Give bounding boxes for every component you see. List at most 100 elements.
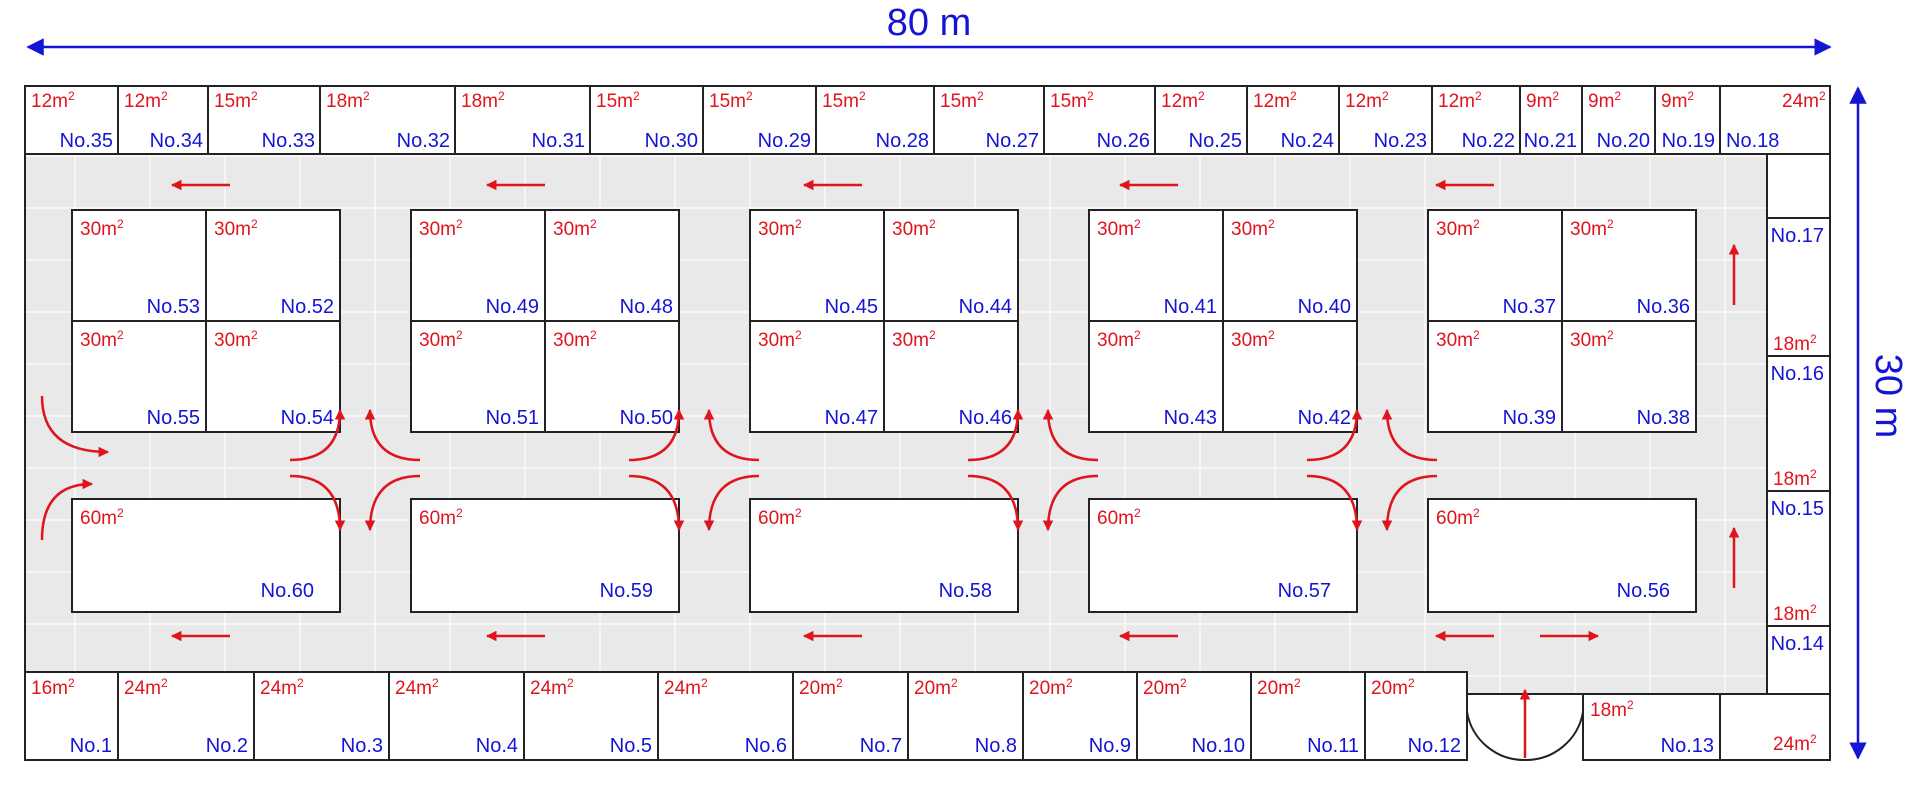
unit-large-no-59[interactable] [410,498,680,613]
flow-arrow [628,408,685,462]
unit-block-no-40[interactable] [1222,209,1358,322]
unit-corner[interactable] [1719,693,1831,761]
unit-block-no-42[interactable] [1222,320,1358,433]
unit-right-no-15[interactable] [1766,490,1831,627]
unit-number: No.56 [1617,580,1670,602]
unit-area: 30m2 [80,328,124,351]
flow-arrow [1306,408,1363,462]
unit-area: 12m2 [1161,89,1205,112]
unit-bottom-no-1[interactable] [24,671,119,761]
unit-top-no-34[interactable] [117,85,209,155]
unit-number: No.17 [1771,225,1824,247]
unit-number: No.14 [1771,633,1824,655]
unit-area: 24m2 [664,676,708,699]
unit-number: No.39 [1503,407,1556,429]
unit-bottom-no-11[interactable] [1250,671,1366,761]
unit-top-no-33[interactable] [207,85,321,155]
unit-bottom-no-6[interactable] [657,671,794,761]
unit-number: No.44 [959,296,1012,318]
unit-bottom-no-10[interactable] [1136,671,1252,761]
unit-number: No.9 [1089,735,1131,757]
unit-top-no-22[interactable] [1431,85,1521,155]
flow-arrow [703,408,760,462]
unit-number: No.54 [281,407,334,429]
unit-block-no-50[interactable] [544,320,680,433]
unit-number: No.33 [262,130,315,152]
unit-area: 16m2 [31,676,75,699]
unit-number: No.45 [825,296,878,318]
unit-number: No.59 [600,580,653,602]
unit-number: No.15 [1771,498,1824,520]
unit-area: 18m2 [1590,698,1634,721]
unit-number: No.2 [206,735,248,757]
unit-right-no-18-extension[interactable] [1766,153,1831,219]
unit-area: 15m2 [709,89,753,112]
unit-area: 18m2 [461,89,505,112]
unit-block-no-54[interactable] [205,320,341,433]
unit-top-no-27[interactable] [933,85,1045,155]
unit-block-no-45[interactable] [749,209,885,322]
unit-block-no-41[interactable] [1088,209,1224,322]
unit-large-no-57[interactable] [1088,498,1358,613]
flow-arrow [289,408,346,462]
unit-top-no-30[interactable] [589,85,704,155]
flow-arrow [40,395,110,458]
unit-area: 18m2 [1773,467,1817,490]
unit-area: 12m2 [124,89,168,112]
unit-area: 60m2 [1097,506,1141,529]
unit-bottom-no-12[interactable] [1364,671,1468,761]
unit-area: 30m2 [1097,217,1141,240]
flow-arrow [364,408,421,462]
unit-number: No.3 [341,735,383,757]
unit-block-no-46[interactable] [883,320,1019,433]
flow-arrow [628,474,685,532]
unit-top-no-32[interactable] [319,85,456,155]
unit-area: 12m2 [31,89,75,112]
flow-arrow [703,474,760,532]
unit-large-no-58[interactable] [749,498,1019,613]
unit-top-no-26[interactable] [1043,85,1156,155]
unit-block-no-49[interactable] [410,209,546,322]
unit-block-no-52[interactable] [205,209,341,322]
unit-number: No.22 [1462,130,1515,152]
unit-number: No.32 [397,130,450,152]
unit-number: No.1 [70,735,112,757]
unit-area: 18m2 [1773,332,1817,355]
unit-area: 30m2 [1097,328,1141,351]
unit-top-no-28[interactable] [815,85,935,155]
unit-large-no-56[interactable] [1427,498,1697,613]
unit-number: No.30 [645,130,698,152]
flow-arrow [1381,408,1438,462]
unit-number: No.16 [1771,363,1824,385]
unit-block-no-38[interactable] [1561,320,1697,433]
unit-area: 15m2 [214,89,258,112]
unit-area: 24m2 [395,676,439,699]
unit-number: No.35 [60,130,113,152]
traffic-arrows [40,179,1740,758]
unit-top-no-35[interactable] [24,85,119,155]
unit-area: 15m2 [940,89,984,112]
unit-number: No.50 [620,407,673,429]
unit-area: 9m2 [1588,89,1621,112]
unit-number: No.60 [261,580,314,602]
unit-top-no-29[interactable] [702,85,817,155]
unit-area: 24m2 [124,676,168,699]
unit-bottom-no-5[interactable] [523,671,659,761]
unit-block-no-39[interactable] [1427,320,1563,433]
unit-area: 15m2 [1050,89,1094,112]
unit-number: No.53 [147,296,200,318]
unit-block-no-48[interactable] [544,209,680,322]
unit-top-no-18[interactable] [1719,85,1831,155]
unit-number: No.25 [1189,130,1242,152]
unit-bottom-no-13[interactable] [1582,693,1721,761]
unit-top-no-21[interactable] [1519,85,1583,155]
unit-large-no-60[interactable] [71,498,341,613]
unit-number: No.27 [986,130,1039,152]
unit-bottom-no-8[interactable] [907,671,1024,761]
unit-number: No.24 [1281,130,1334,152]
unit-area: 24m2 [260,676,304,699]
unit-area: 9m2 [1526,89,1559,112]
unit-block-no-44[interactable] [883,209,1019,322]
unit-top-no-25[interactable] [1154,85,1248,155]
unit-number: No.38 [1637,407,1690,429]
